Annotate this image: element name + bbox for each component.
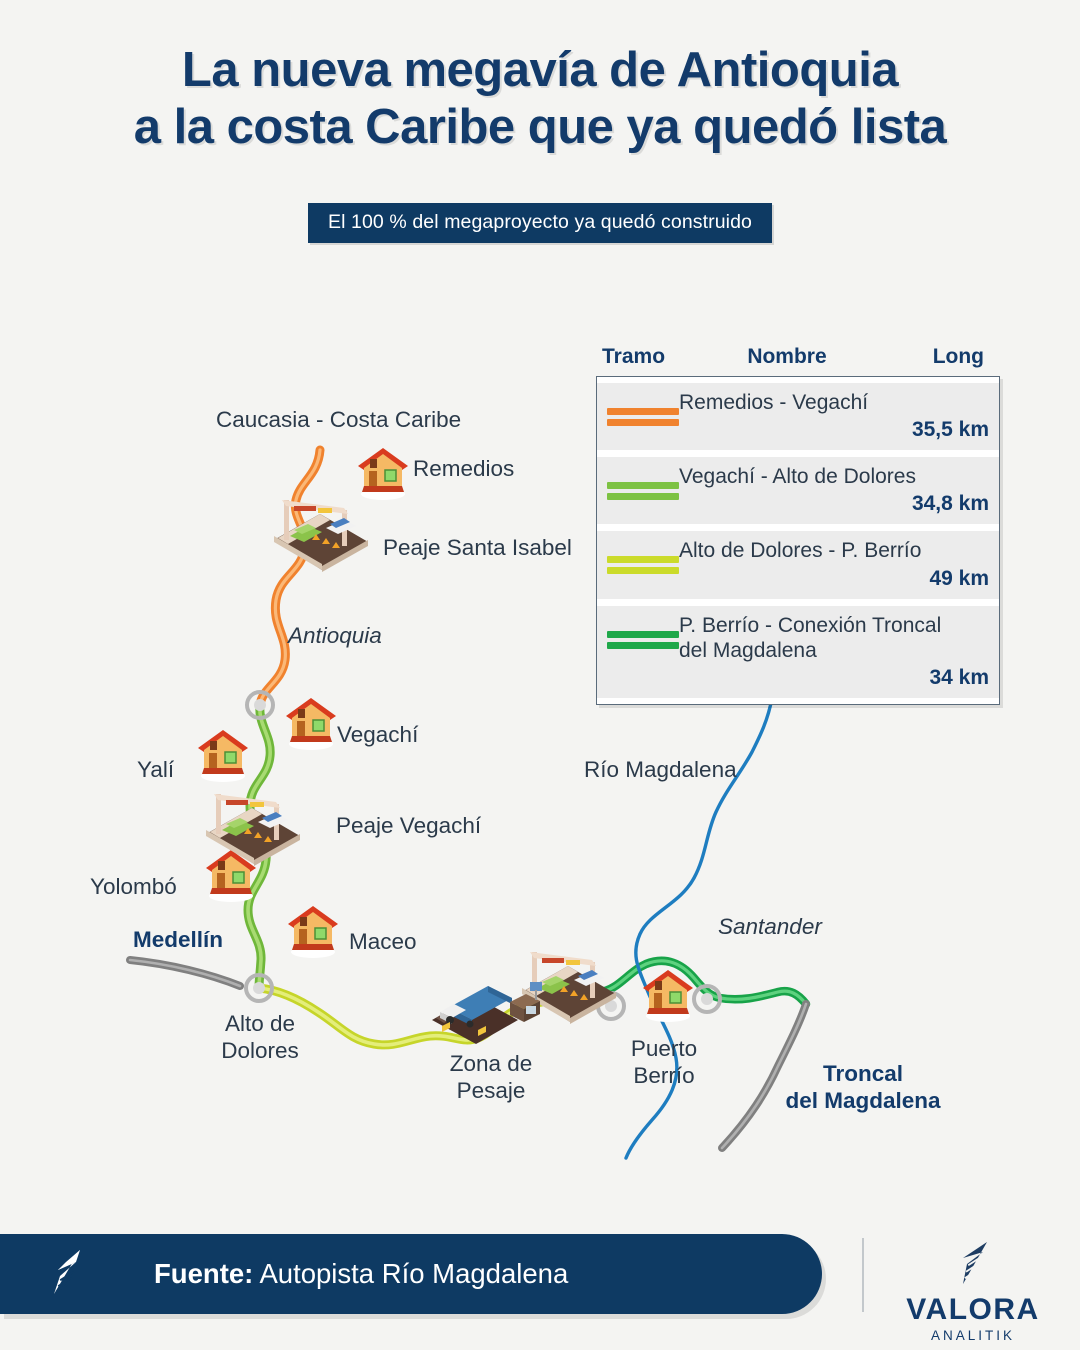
map-label-alto-de-dolores: Alto de Dolores: [221, 1011, 299, 1064]
map-label-peaje-santa-isabel: Peaje Santa Isabel: [383, 535, 572, 560]
legend-swatch-bar-top: [607, 482, 679, 490]
toll-plaza-icon-santa-isabel: [274, 500, 368, 572]
map-label-maceo: Maceo: [349, 929, 417, 954]
route-orange-core: [258, 448, 322, 707]
map-label-santander: Santander: [718, 914, 822, 939]
legend-swatch-bar-top: [607, 556, 679, 564]
road-medellin-core: [128, 958, 242, 988]
legend-row: Vegachí - Alto de Dolores 34,8 km: [597, 457, 999, 525]
legend-row-name: Vegachí - Alto de Dolores: [679, 465, 916, 489]
legend-row-length: 49 km: [929, 566, 989, 590]
legend-swatch-bar-bottom: [607, 493, 679, 501]
legend-column-nombre: Nombre: [747, 345, 827, 368]
house-icon-puerto-berrio: [643, 970, 693, 1022]
page-title: La nueva megavía de Antioquia a la costa…: [133, 43, 947, 154]
legend-text-block: Alto de Dolores - P. Berrío 49 km: [679, 538, 989, 590]
legend-swatch-icon: [607, 613, 679, 653]
route-green-bright-core: [598, 959, 808, 1006]
brand-name: VALORA: [906, 1293, 1040, 1326]
legend-row: P. Berrío - Conexión Troncal del Magdale…: [597, 605, 999, 698]
house-icon-yolombo: [206, 850, 256, 902]
source-bar: Fuente: Autopista Río Magdalena: [0, 1234, 822, 1314]
house-icon-maceo: [288, 906, 338, 958]
house-icon-yali: [198, 730, 248, 782]
house-icon-vegachi: [286, 698, 336, 750]
brand-subtitle: ANALITIK: [930, 1328, 1016, 1343]
source-text: Fuente: Autopista Río Magdalena: [154, 1258, 568, 1290]
footer-divider: [862, 1238, 864, 1312]
route-green-mid-core: [246, 703, 272, 990]
map-label-caucasia: Caucasia - Costa Caribe: [216, 407, 462, 432]
valora-mark-icon: [54, 1250, 80, 1294]
source-label: Fuente:: [154, 1258, 254, 1289]
road-medellin: [126, 956, 244, 990]
source-value: Autopista Río Magdalena: [259, 1258, 569, 1289]
badge-container: El 100 % del megaproyecto ya quedó const…: [0, 202, 1080, 243]
legend-table: Tramo Nombre Long Remedios - Vegachí 35,…: [596, 345, 1000, 705]
map-label-vegachi: Vegachí: [337, 722, 419, 747]
legend-swatch-bar-top: [607, 408, 679, 415]
legend-row: Alto de Dolores - P. Berrío 49 km: [597, 531, 999, 599]
legend-row-name: Alto de Dolores - P. Berrío: [679, 539, 922, 563]
legend-row-length: 34,8 km: [911, 492, 989, 516]
legend-swatch-bar-top: [607, 630, 679, 638]
legend-swatch-bar-bottom: [607, 567, 679, 575]
legend-text-block: P. Berrío - Conexión Troncal del Magdale…: [679, 613, 989, 690]
legend-swatch-icon: [607, 390, 679, 430]
map-label-yali: Yalí: [137, 757, 175, 782]
interchange-node-vegachi: [245, 690, 275, 720]
header: La nueva megavía de Antioquia a la costa…: [0, 0, 1080, 243]
map-label-yolombo: Yolombó: [90, 874, 177, 899]
legend-row: Remedios - Vegachí 35,5 km: [597, 383, 999, 451]
legend-row-name: Remedios - Vegachí: [679, 391, 869, 414]
legend-row-name: P. Berrío - Conexión Troncal del Magdale…: [679, 613, 942, 662]
brand-logo: VALORA ANALITIK: [888, 1240, 1058, 1343]
interchange-node-puerto-berrio-east: [692, 984, 722, 1014]
interchange-node-alto-dolores: [244, 973, 274, 1003]
legend-swatch-bar-bottom: [607, 641, 679, 649]
map-label-medellin: Medellín: [133, 927, 224, 952]
legend-row-length: 34 km: [929, 665, 989, 689]
legend-swatch-icon: [607, 538, 679, 578]
legend-header-row: Tramo Nombre Long: [596, 345, 1000, 376]
map-label-troncal-del-magdalena: Troncal del Magdalena: [785, 1061, 941, 1114]
map-illustration: Caucasia - Costa Caribe Remedios Peaje S…: [0, 300, 1080, 1220]
house-icon-remedios: [358, 448, 408, 500]
legend-text-block: Vegachí - Alto de Dolores 34,8 km: [679, 464, 989, 516]
map-label-rio-magdalena: Río Magdalena: [584, 757, 737, 782]
legend-text-block: Remedios - Vegachí 35,5 km: [679, 390, 989, 442]
legend-column-tramo: Tramo: [602, 345, 666, 368]
legend-column-long: Long: [932, 345, 984, 368]
map-label-puerto-berrio: Puerto Berrío: [630, 1036, 698, 1089]
map-label-remedios: Remedios: [413, 456, 515, 481]
legend-row-length: 35,5 km: [911, 418, 989, 442]
river-magdalena: [624, 696, 774, 1160]
toll-plaza-icon-vegachi: [206, 794, 300, 866]
map-label-peaje-vegachi: Peaje Vegachí: [336, 813, 482, 838]
legend-swatch-icon: [607, 464, 679, 504]
weigh-station-icon: [432, 982, 542, 1044]
map-label-zona-de-pesaje: Zona de Pesaje: [449, 1051, 533, 1104]
legend-body: Remedios - Vegachí 35,5 km Vegachí - Alt…: [596, 376, 1000, 705]
route-lines: [126, 445, 811, 1160]
toll-plaza-icon-puerto-berrio: [522, 952, 616, 1024]
road-troncal-core: [720, 1002, 808, 1150]
legend-swatch-bar-bottom: [607, 419, 679, 426]
footer: Fuente: Autopista Río Magdalena VALORA A…: [0, 1226, 1080, 1343]
map-label-antioquia: Antioquia: [288, 623, 382, 648]
valora-paperplane-icon: [963, 1242, 987, 1284]
status-badge: El 100 % del megaproyecto ya quedó const…: [307, 202, 773, 243]
